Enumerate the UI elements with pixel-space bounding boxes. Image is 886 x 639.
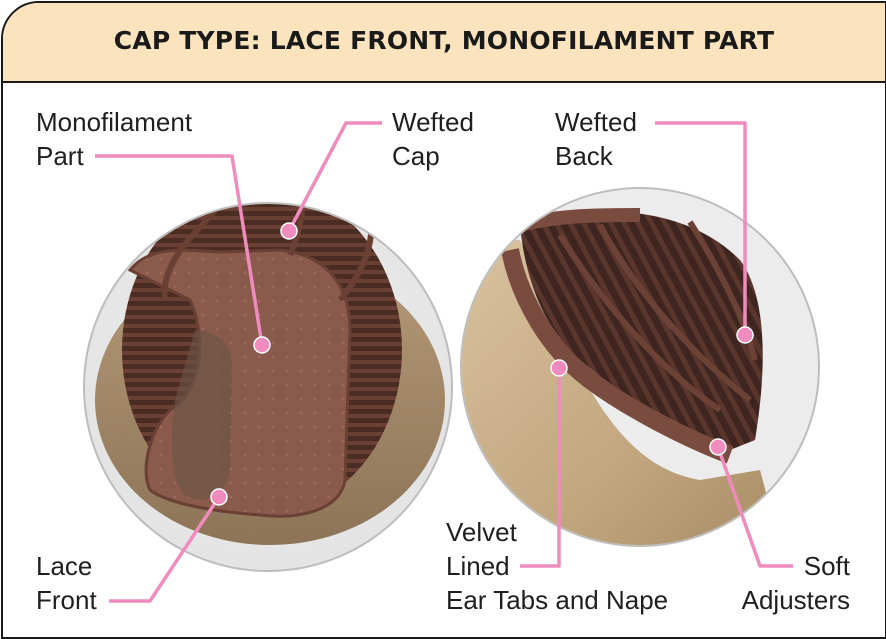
leader-wefted-cap bbox=[287, 121, 382, 232]
label-velvet-lined-line1: Velvet bbox=[446, 517, 517, 547]
label-velvet-lined: Velvet Lined Ear Tabs and Nape bbox=[446, 515, 668, 617]
label-wefted-cap-line2: Cap bbox=[392, 141, 440, 171]
label-lace-front: Lace Front bbox=[36, 549, 97, 617]
dot-velvet-lined bbox=[550, 359, 568, 377]
header-bar: CAP TYPE: LACE FRONT, MONOFILAMENT PART bbox=[3, 3, 885, 83]
page-title: CAP TYPE: LACE FRONT, MONOFILAMENT PART bbox=[113, 26, 775, 55]
leader-wefted-back bbox=[655, 121, 747, 335]
label-lace-front-line2: Front bbox=[36, 585, 97, 615]
label-wefted-cap-line1: Wefted bbox=[392, 107, 474, 137]
label-monofilament-part-line2: Part bbox=[36, 141, 84, 171]
label-wefted-back-line1: Wefted bbox=[555, 107, 637, 137]
leader-lines bbox=[95, 121, 793, 603]
right-cap-photo bbox=[460, 187, 820, 547]
label-wefted-cap: Wefted Cap bbox=[392, 105, 474, 173]
label-soft-adjusters-line2: Adjusters bbox=[741, 585, 850, 615]
left-cap-photo bbox=[83, 202, 453, 572]
dot-wefted-cap bbox=[280, 222, 298, 240]
label-monofilament-part-line1: Monofilament bbox=[36, 107, 193, 137]
leader-dots bbox=[210, 222, 754, 506]
label-wefted-back-line2: Back bbox=[555, 141, 613, 171]
dot-monofilament-part bbox=[253, 336, 271, 354]
leader-lace-front bbox=[109, 496, 221, 603]
label-lace-front-line1: Lace bbox=[36, 551, 93, 581]
dot-lace-front bbox=[210, 488, 228, 506]
label-soft-adjusters-line1: Soft bbox=[803, 551, 850, 581]
dot-soft-adjusters bbox=[709, 438, 727, 456]
label-velvet-lined-line3: Ear Tabs and Nape bbox=[446, 585, 669, 615]
label-velvet-lined-line2: Lined bbox=[446, 551, 510, 581]
label-wefted-back: Wefted Back bbox=[555, 105, 637, 173]
dot-wefted-back bbox=[736, 326, 754, 344]
leader-monofilament-part bbox=[95, 154, 264, 346]
label-soft-adjusters: Soft Adjusters bbox=[742, 549, 850, 617]
leader-soft-adjusters bbox=[716, 446, 793, 568]
leader-velvet-lined bbox=[520, 368, 561, 568]
label-monofilament-part: Monofilament Part bbox=[36, 105, 192, 173]
